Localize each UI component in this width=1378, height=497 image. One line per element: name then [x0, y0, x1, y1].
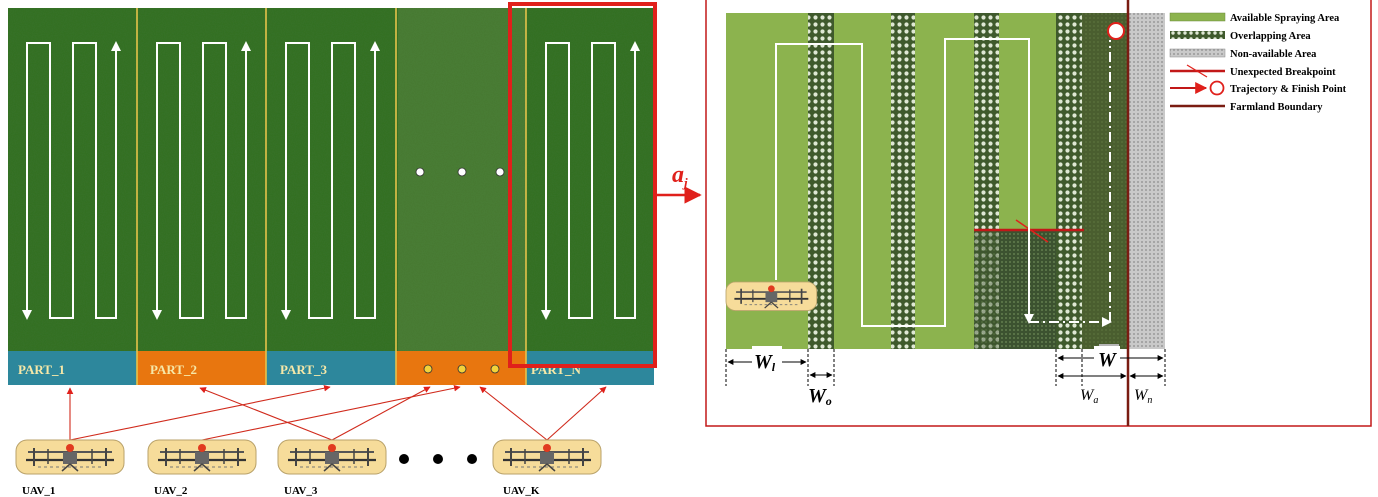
detail-panel: Wl Wo W Wa Wn Available Spraying Area Ov…: [705, 0, 1372, 427]
part-2-block: [137, 351, 266, 385]
wl-label: Wl: [754, 351, 776, 374]
legend: Available Spraying Area Overlapping Area…: [1169, 12, 1347, 113]
uav-k-icon: [491, 438, 603, 476]
zoom-label: aj: [672, 162, 688, 190]
wo-label: Wo: [808, 385, 832, 408]
selected-part-highlight: [508, 2, 657, 368]
zoom-connector: aj: [656, 162, 702, 204]
legend-breakpoint-label: Unexpected Breakpoint: [1230, 67, 1336, 78]
legend-non-available-swatch: [1169, 48, 1226, 58]
uav-1-icon: [14, 438, 126, 476]
wa-label: Wa: [1080, 387, 1098, 406]
legend-overlap-swatch: [1170, 31, 1225, 39]
legend-finish-swatch: [1209, 80, 1225, 96]
non-available-area: [1128, 13, 1165, 349]
uav-ellipsis: [399, 454, 477, 464]
part-dividers: [136, 8, 655, 351]
wn-label: Wn: [1134, 387, 1152, 406]
zoom-label-main: a: [672, 162, 684, 188]
part-3-label: PART_3: [280, 362, 327, 377]
farmland-overview: PART_1 PART_2 PART_3 PART_N: [8, 2, 657, 385]
part-1-label: PART_1: [18, 362, 65, 377]
zoom-label-sub: j: [682, 175, 688, 190]
grass-field-ellipsis-part: [398, 8, 526, 351]
trajectory-part-3: [281, 41, 380, 320]
uav-2-icon: [146, 438, 258, 476]
spray-trajectories: [22, 41, 640, 320]
detail-uav-icon: [725, 281, 818, 312]
legend-non-available-label: Non-available Area: [1230, 49, 1317, 60]
assignment-arrows: [66, 384, 607, 441]
dimension-labels: Wl Wo W Wa Wn: [752, 346, 1152, 408]
part-3-block: [266, 351, 396, 385]
overlap-strip-4: [1056, 13, 1082, 349]
finish-point: [1107, 22, 1125, 40]
trajectory-part-2: [152, 41, 251, 320]
trajectory-part-n: [541, 41, 640, 320]
uav-3-label: UAV_3: [284, 485, 318, 497]
uav-fleet: UAV_1 UAV_2 UAV_3 UAV_K: [14, 384, 607, 497]
uav-k-label: UAV_K: [503, 485, 540, 497]
legend-trajectory-label: Trajectory & Finish Point: [1230, 84, 1347, 95]
legend-available-swatch: [1169, 12, 1226, 22]
legend-boundary-label: Farmland Boundary: [1230, 102, 1323, 113]
field-ellipsis: [415, 167, 505, 177]
w-label: W: [1098, 349, 1117, 371]
detail-trajectory: [775, 38, 1112, 327]
legend-available-label: Available Spraying Area: [1230, 13, 1340, 24]
breakpoint-marker: [1015, 219, 1049, 243]
trajectory-part-1: [22, 41, 121, 320]
part-1-block: [8, 351, 137, 385]
legend-overlap-label: Overlapping Area: [1230, 31, 1311, 42]
part-ellipsis-dots: [423, 364, 500, 374]
uav-2-label: UAV_2: [154, 485, 188, 497]
uav-3-icon: [276, 438, 388, 476]
overlap-strip-2: [891, 13, 915, 349]
part-2-label: PART_2: [150, 362, 197, 377]
uav-1-label: UAV_1: [22, 485, 55, 497]
